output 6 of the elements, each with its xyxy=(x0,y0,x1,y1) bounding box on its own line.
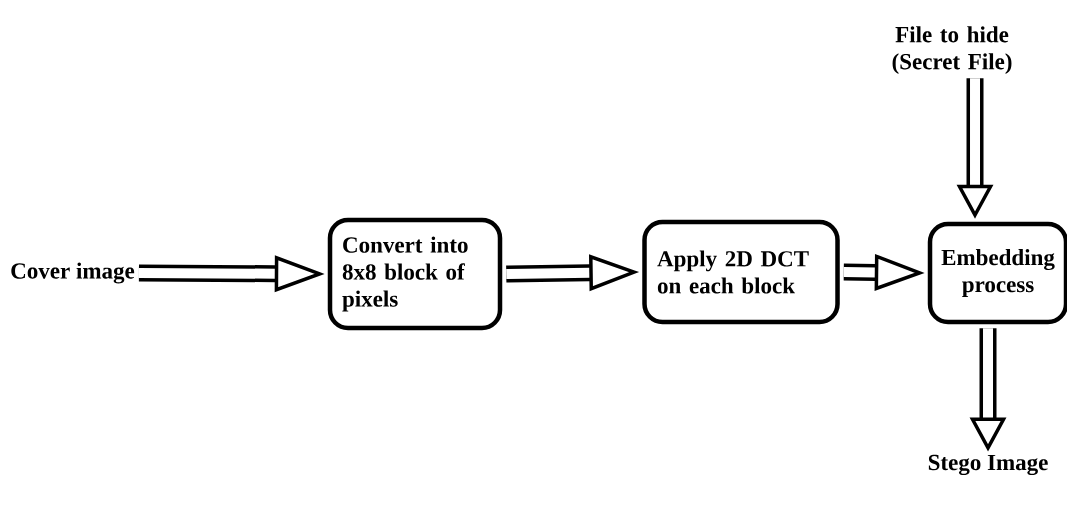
label-text: Cover image xyxy=(11,262,135,284)
process-box: Convert into 8x8 block of pixels xyxy=(327,217,503,331)
label-text: Stego Image xyxy=(928,454,1048,476)
process-box: Apply 2D DCT on each block xyxy=(642,219,840,325)
process-box: Embedding process xyxy=(927,221,1067,325)
label-text: File to hide (Secret File) xyxy=(892,26,1012,75)
